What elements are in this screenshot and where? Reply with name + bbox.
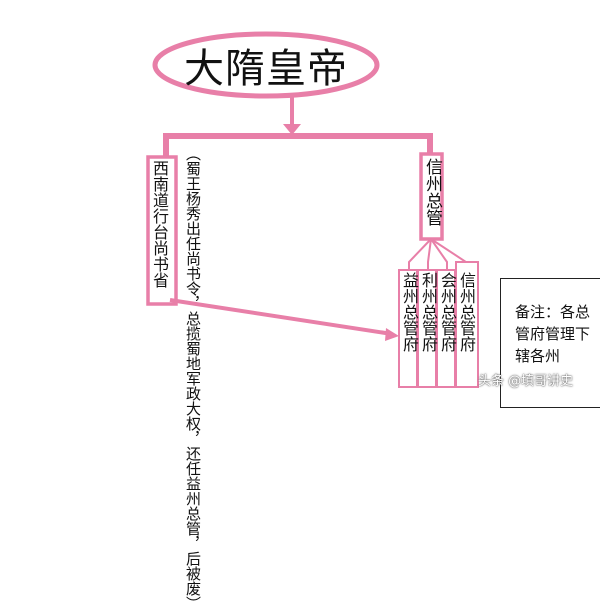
- sub-office-label: 会州总管府: [438, 272, 457, 352]
- xinan-annotation: （蜀王杨秀出任尚书令，总揽蜀地军政大权，还任益州总管，后被废）: [184, 146, 202, 611]
- root-node-label: 大隋皇帝: [184, 46, 348, 92]
- sub-office-box: [455, 261, 479, 388]
- xinan-node-box: [146, 155, 178, 306]
- diagonal-arrowhead: [385, 328, 399, 341]
- diagram-canvas: [146, 31, 479, 388]
- root-node-ellipse: [152, 31, 380, 99]
- diagonal-arrow-line: [169, 298, 393, 336]
- watermark: 头条 @填哥讲史: [478, 374, 574, 389]
- root-arrowhead: [283, 124, 301, 135]
- sub-office-label: 益州总管府: [400, 272, 419, 352]
- remark-box: 备注：各总管府管理下辖各州: [500, 278, 600, 408]
- xinzhou-node-label: 信州总管: [422, 158, 442, 226]
- remark-text: 备注：各总管府管理下辖各州: [515, 303, 591, 365]
- xinan-node-label: 西南道行台尚书省: [150, 160, 169, 288]
- sub-office-label: 利州总管府: [419, 272, 438, 352]
- branch-bracket: [163, 133, 433, 156]
- sub-office-label: 信州总管府: [457, 272, 476, 352]
